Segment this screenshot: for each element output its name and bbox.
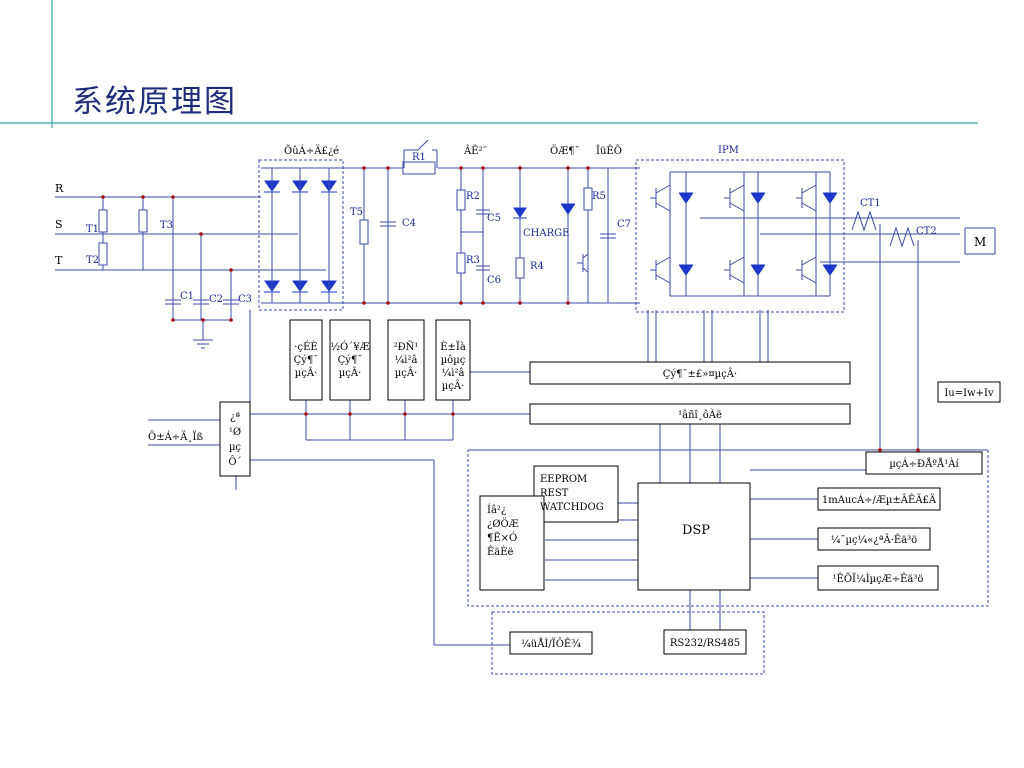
isolation-bar-label: ¹âñî¸ôÀë — [678, 409, 722, 421]
output-2-label: ¼¯µç¼«¿ªÂ·Êä³ö — [831, 534, 917, 546]
junction-nodes — [101, 166, 920, 452]
label-brake: ÖÆ¶¯ — [550, 145, 580, 157]
label-ipm: IPM — [718, 145, 739, 156]
label-t3: T3 — [160, 220, 173, 231]
sense-block-4-line-4: µçÂ· — [442, 380, 465, 392]
power-block-line-2: ¹Ø — [229, 427, 241, 438]
current-transformers — [851, 210, 915, 248]
input-block-line-2: ¿ØÖÆ — [487, 518, 519, 530]
sampling-label: µçÁ÷ÐÅºÅ¹Àí — [889, 458, 959, 470]
passive-components — [98, 187, 616, 349]
rectifier-legs — [271, 168, 330, 303]
label-output: ÎüÊÕ — [596, 145, 622, 157]
block-boxes — [219, 227, 1001, 655]
keypad-label: ¼üÅÌ/ÏÔÊ¾ — [521, 638, 581, 650]
label-r2: R2 — [466, 191, 480, 202]
label-r1: R1 — [412, 152, 426, 163]
dashed-boxes — [258, 159, 989, 675]
label-relay: ÂË²¨ — [463, 145, 488, 157]
label-rectifier: ÕûÁ÷Ä£¿é — [284, 145, 339, 157]
output-3-label: ¹ÊÕÏ¼ÌµçÆ÷Êä³ö — [833, 573, 924, 585]
input-label-r: R — [55, 182, 64, 195]
label-c1: C1 — [180, 291, 194, 302]
sense-block-1-line-3: µçÂ· — [295, 367, 318, 379]
label-ct1: CT1 — [860, 198, 881, 209]
sense-block-3-line-1: ²ÐÑ¹ — [394, 341, 419, 353]
label-c6: C6 — [487, 275, 501, 286]
label-t1: T1 — [86, 224, 99, 235]
label-r4: R4 — [530, 261, 544, 272]
label-ct2: CT2 — [916, 226, 937, 237]
label-r3: R3 — [466, 255, 480, 266]
input-block-line-1: Íâ²¿ — [487, 504, 506, 516]
page-title: 系统原理图 — [72, 84, 237, 120]
input-block-line-3: ¶Ë×Ó — [487, 532, 517, 544]
label-t2: T2 — [86, 255, 99, 266]
sense-block-1-line-1: ·çÉÈ — [294, 341, 317, 353]
power-block-line-3: µç — [229, 442, 241, 453]
label-c3: C3 — [238, 294, 252, 305]
sense-block-3-line-2: ¼ì²â — [395, 355, 418, 366]
input-block-line-4: ÊäÈë — [487, 546, 514, 558]
input-label-t: T — [55, 254, 63, 267]
eeprom-line-2: REST — [540, 488, 569, 499]
label-c5: C5 — [487, 213, 501, 224]
dsp-label: DSP — [682, 523, 710, 538]
sense-block-2-line-3: µçÂ· — [339, 367, 362, 379]
sense-block-4-line-2: µôµç — [441, 355, 466, 366]
sense-block-4-line-3: ¼ì²â — [442, 368, 465, 379]
input-label-s: S — [55, 218, 63, 231]
sense-block-2-line-1: ½Ó´¥Æ — [330, 341, 369, 353]
label-c7: C7 — [617, 219, 631, 230]
brake-diodes — [513, 203, 575, 219]
label-t5: T5 — [350, 207, 363, 218]
sense-block-2-line-2: Çý¶¯ — [338, 355, 363, 366]
slide-decoration — [0, 0, 978, 128]
power-block-line-1: ¿ª — [230, 412, 240, 423]
power-block-line-4: Ô´ — [228, 456, 241, 468]
comm-label: RS232/RS485 — [670, 638, 740, 649]
label-r5: R5 — [592, 191, 606, 202]
sense-block-1-line-2: Çý¶¯ — [294, 355, 319, 366]
ipm-diodes — [679, 192, 837, 276]
aux-bus-label: Ö±Á÷Ä¸Ïß — [148, 431, 203, 443]
label-c2: C2 — [209, 294, 223, 305]
label-charge: CHARGE — [523, 228, 569, 239]
motor-label: M — [974, 235, 986, 249]
eeprom-line-1: EEPROM — [540, 474, 587, 485]
current-sense-label: Iu=Iw+Iv — [944, 388, 994, 399]
sense-block-3-line-3: µçÂ· — [395, 367, 418, 379]
drive-protect-bar-label: Çý¶¯±£»¤µçÂ· — [663, 368, 737, 380]
label-c4: C4 — [402, 218, 416, 229]
sense-block-4-line-1: È±Ïà — [440, 341, 466, 353]
brake-transistor — [577, 253, 589, 273]
output-1-label: 1mAucÁ÷/Æµ±ÂÊÃ£Ä — [822, 494, 937, 506]
eeprom-line-3: WATCHDOG — [540, 502, 604, 513]
